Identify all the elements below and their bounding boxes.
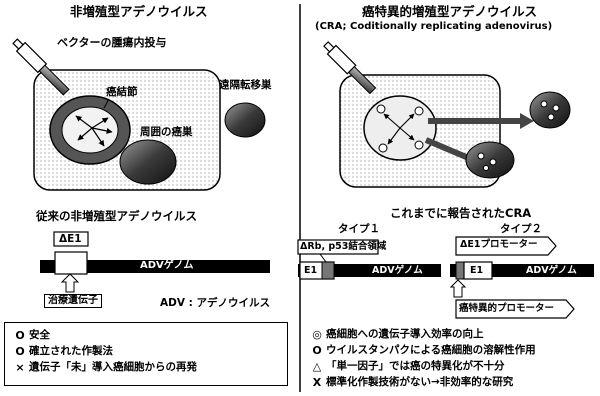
delta-e1-box	[53, 231, 89, 247]
left-point-3-text: 遺伝子「未」導入癌細胞からの再発	[29, 360, 197, 373]
type2-insertion-arrow	[449, 279, 467, 298]
type1-deletion-box	[297, 239, 379, 255]
syringe-left	[12, 38, 70, 96]
type2-e1-box	[463, 261, 493, 280]
right-tissue-illustration	[323, 41, 571, 188]
right-point-4-text: 標準化作製技術がない→非効率的な研究	[326, 375, 514, 388]
type2-genome-label: ADVゲノム	[526, 265, 577, 276]
right-point-3-symbol: △	[312, 359, 322, 373]
type1-label: タイプ１	[338, 223, 380, 235]
type2-promoter-arrow-top	[455, 236, 557, 256]
type2-label: タイプ２	[500, 223, 542, 235]
right-points-box: ◎ 癌細胞への遺伝子導入効率の向上 O ウイルスタンパクによる癌細胞の溶解性作用…	[304, 324, 592, 392]
left-point-1-symbol: O	[15, 328, 25, 342]
adv-genome-label: ADVゲノム	[140, 260, 194, 271]
right-point-1-symbol: ◎	[312, 327, 322, 341]
left-point-2: O 確立された作製法	[11, 343, 283, 359]
type2-genome	[449, 236, 594, 319]
specific-promoter-arrow	[455, 299, 575, 319]
left-point-1-text: 安全	[29, 328, 50, 341]
tumor-label: 癌結節	[106, 86, 138, 98]
left-tissue-illustration	[12, 38, 266, 191]
right-point-3: △ 「単一因子」では癌の特異化が不十分	[308, 358, 590, 374]
right-point-3-text: 「単一因子」では癌の特異化が不十分	[326, 359, 505, 372]
left-point-2-text: 確立された作製法	[29, 344, 113, 357]
syringe-right	[323, 41, 377, 95]
distant-metastasis	[224, 102, 266, 138]
type2-promoter-slot	[455, 261, 465, 280]
metastasis-label: 遠隔転移巣	[219, 79, 272, 91]
left-point-1: O 安全	[11, 327, 283, 343]
left-point-3-symbol: ×	[15, 360, 25, 374]
insertion-arrow	[60, 273, 80, 293]
conventional-title: 従来の非増殖型アデノウイルス	[36, 209, 197, 223]
e1-gap	[54, 251, 88, 275]
right-subtitle: (CRA; Coditionally replicating adenoviru…	[315, 21, 553, 32]
type1-e1-label: E1	[304, 265, 318, 276]
right-title: 癌特異的増殖型アデノウイルス	[362, 4, 538, 19]
left-title: 非増殖型アデノウイルス	[70, 4, 208, 19]
left-point-2-symbol: O	[15, 344, 25, 358]
type1-e1-deleted	[321, 261, 335, 280]
delta-e1-label: ΔE1	[59, 233, 82, 245]
reported-title: これまでに報告されたCRA	[390, 206, 532, 220]
right-point-2-text: ウイルスタンパクによる癌細胞の溶解性作用	[326, 343, 536, 356]
left-genome	[40, 231, 270, 293]
type1-deletion-label: ΔRb, p53結合領域	[300, 241, 387, 252]
nearby-label: 周囲の癌巣	[140, 126, 193, 138]
nearby-tumor-right	[465, 141, 515, 179]
distant-metastasis-right	[529, 91, 571, 129]
nearby-tumor	[119, 139, 177, 185]
type2-e1-label: E1	[470, 265, 484, 276]
adv-genome-bar	[40, 260, 270, 273]
right-point-4-symbol: X	[312, 375, 322, 389]
type1-genome-label: ADVゲノム	[372, 265, 423, 276]
type2-promoter-label: ΔE1プロモーター	[460, 239, 538, 250]
left-point-3: × 遺伝子「未」導入癌細胞からの再発	[11, 359, 283, 375]
specific-promoter-label: 癌特異的プロモーター	[459, 303, 555, 314]
right-point-2-symbol: O	[312, 343, 322, 357]
right-point-1: ◎ 癌細胞への遺伝子導入効率の向上	[308, 326, 590, 342]
therapeutic-gene-label: 治療遺伝子	[44, 294, 102, 308]
right-point-1-text: 癌細胞への遺伝子導入効率の向上	[326, 327, 484, 340]
type1-genome	[297, 239, 441, 280]
vector-label: ベクターの腫瘍内投与	[57, 36, 167, 49]
adv-note: ADV : アデノウイルス	[160, 297, 270, 309]
right-point-2: O ウイルスタンパクによる癌細胞の溶解性作用	[308, 342, 590, 358]
left-points-box: O 安全 O 確立された作製法 × 遺伝子「未」導入癌細胞からの再発	[4, 322, 288, 386]
right-point-4: X 標準化作製技術がない→非効率的な研究	[308, 374, 590, 390]
